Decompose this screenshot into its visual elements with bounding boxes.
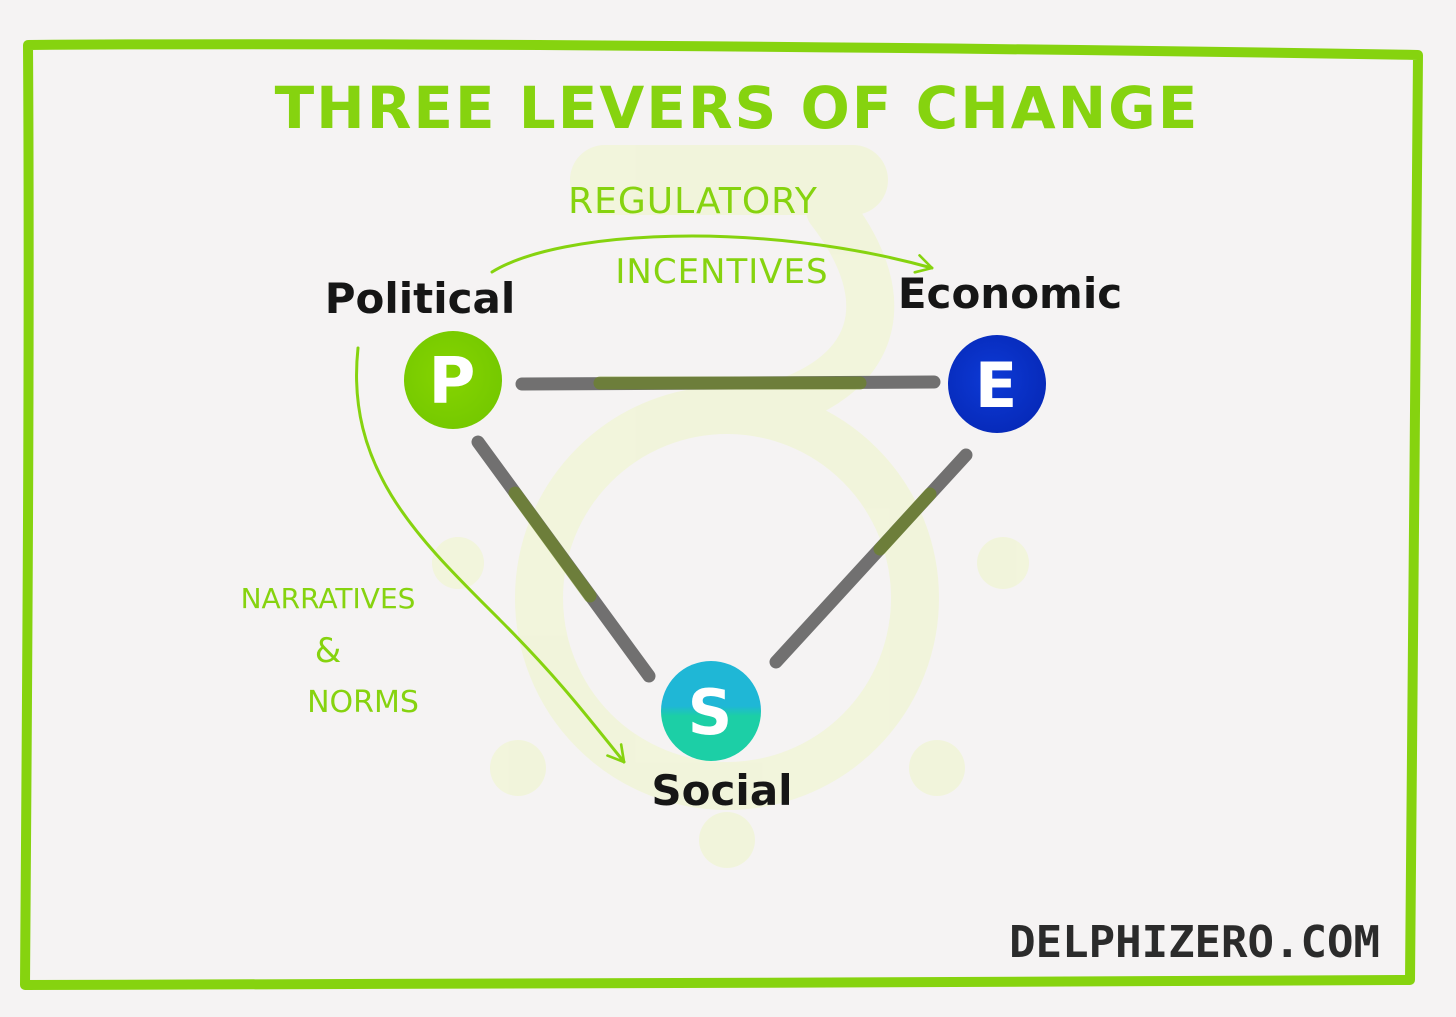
- node-letter-s: S: [688, 676, 735, 749]
- node-letter-e: E: [975, 349, 1019, 422]
- node-letter-p: P: [429, 345, 478, 419]
- node-social: S: [661, 661, 761, 761]
- node-label-political: Political: [325, 274, 516, 323]
- arrow-political-to-economic: [490, 234, 934, 274]
- footer-website: DELPHIZERO.COM: [1009, 917, 1380, 968]
- connector-overlay-right: [873, 487, 937, 556]
- arrow-label-ampersand: &: [315, 631, 342, 671]
- arrow-label-narratives: NARRATIVES: [241, 582, 416, 615]
- arrow-label-regulatory: REGULATORY: [568, 181, 818, 222]
- node-label-economic: Economic: [898, 269, 1122, 318]
- arrow-label-incentives: INCENTIVES: [615, 252, 828, 292]
- diagram-title: THREE LEVERS OF CHANGE: [275, 74, 1200, 142]
- node-label-social: Social: [651, 766, 792, 815]
- frame-border: [20, 39, 1423, 990]
- watermark-logo-icon: [432, 145, 1029, 868]
- node-political: P: [404, 331, 502, 429]
- arrow-label-norms: NORMS: [307, 685, 419, 720]
- connector-overlay-left: [508, 486, 597, 603]
- node-economic: E: [948, 335, 1046, 433]
- arrow-political-to-social: [355, 346, 626, 764]
